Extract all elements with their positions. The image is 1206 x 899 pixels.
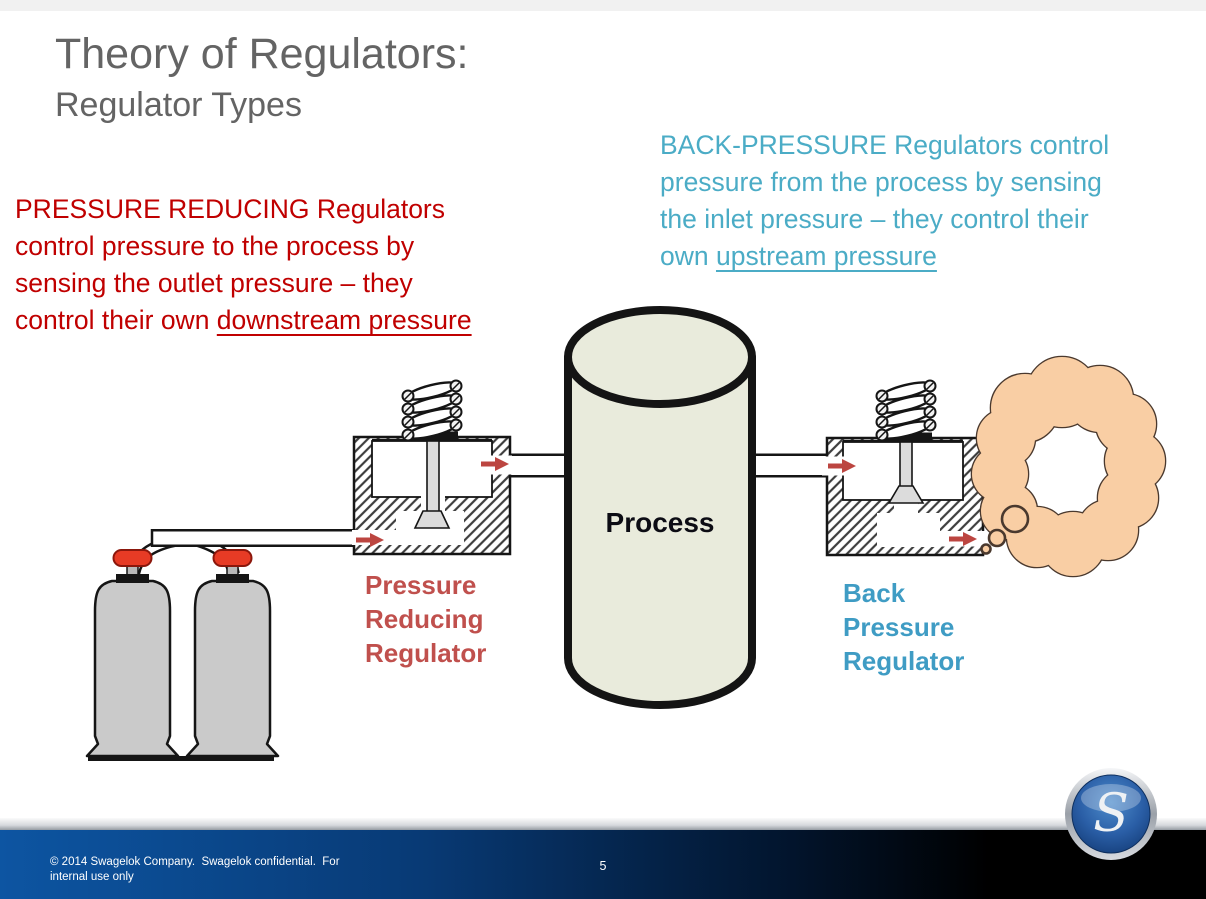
note-line: own upstream pressure [660,238,1109,275]
back-pressure-regulator-label: Back Pressure Regulator [843,576,964,678]
label-line: Pressure [365,570,477,600]
note-line: control pressure to the process by [15,231,415,261]
note-line: PRESSURE REDUCING Regulators [15,194,446,224]
process-vessel [564,306,756,709]
note-line-prefix: own [660,241,716,271]
gas-cylinders [85,548,280,761]
underlined-phrase: upstream pressure [715,241,937,271]
back-pressure-note: BACK-PRESSURE Regulators control pressur… [660,127,1109,275]
page-number: 5 [599,859,607,873]
label-line: Regulator [843,646,965,676]
label-line: Pressure [843,612,955,642]
vent-bubble [987,528,1007,548]
note-line: pressure from the process by sensing [660,167,1102,197]
logo-gloss [1081,784,1141,812]
valve-poppet [887,485,925,504]
vent-bubble [980,543,992,555]
valve-stem [426,440,440,513]
slide-subtitle: Regulator Types [55,86,302,124]
underlined-phrase: downstream pressure [216,305,472,335]
logo-ball [1071,774,1151,854]
copyright-line1: © 2014 Swagelok Company. Swagelok confid… [50,856,340,868]
back-pressure-regulator-figure [822,379,986,557]
note-line: sensing the outlet pressure – they [15,268,413,298]
pressure-reducing-regulator-figure [352,379,512,556]
valve-stem [899,441,913,488]
note-line: BACK-PRESSURE Regulators control [660,130,1110,160]
note-line-prefix: control their own [15,305,217,335]
label-line: Reducing [365,604,484,634]
footer-bar: © 2014 Swagelok Company. Swagelok confid… [0,830,1206,899]
slide-edge-band [0,818,1206,830]
note-line: the inlet pressure – they control their [660,204,1089,234]
pressure-reducing-regulator-label: Pressure Reducing Regulator [365,568,486,670]
pressure-reducing-note: PRESSURE REDUCING Regulators control pre… [15,191,472,339]
label-line: Back [843,578,906,608]
top-strip [0,0,1206,11]
valve-poppet [413,510,451,529]
vent-bubble [1000,504,1030,534]
label-line: Regulator [365,638,487,668]
exhaust-cloud [970,355,1167,578]
copyright-text: © 2014 Swagelok Company. Swagelok confid… [50,855,340,885]
swagelok-logo: S [1060,766,1162,868]
logo-letter: S [1093,784,1129,844]
slide-title: Theory of Regulators: [55,30,469,78]
note-line: control their own downstream pressure [15,302,472,339]
process-vessel-label: Process [605,507,715,538]
copyright-line2: internal use only [50,871,134,883]
